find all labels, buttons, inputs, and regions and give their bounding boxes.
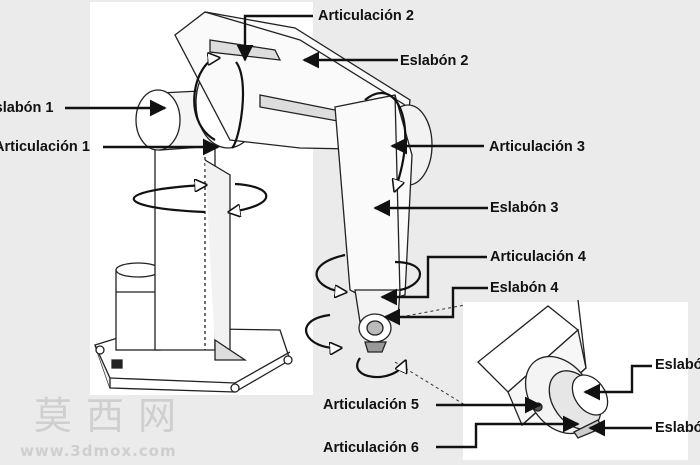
label-eslabon-3: Eslabón 3 (490, 201, 559, 216)
label-articulacion-3: Articulación 3 (489, 140, 585, 155)
rotation-arrow-joint-6 (357, 358, 405, 377)
inset-connector-lines (395, 305, 465, 405)
rotation-arrow-joint-4 (317, 255, 345, 292)
label-articulacion-4: Articulación 4 (490, 250, 586, 265)
label-articulacion-6: Articulación 6 (323, 441, 419, 456)
label-eslabon-2: Eslabón 2 (400, 54, 469, 69)
watermark-url: www.3dmox.com (20, 444, 177, 459)
label-eslabon-1: Eslabón 1 (0, 101, 54, 116)
label-articulacion-1: Articulación 1 (0, 140, 90, 155)
label-articulacion-2: Articulación 2 (318, 9, 414, 24)
label-articulacion-5: Articulación 5 (323, 398, 419, 413)
label-inset-eslabon-5: Eslabón 5 (655, 358, 700, 373)
label-eslabon-4: Eslabón 4 (490, 281, 559, 296)
label-inset-eslabon-6: Eslabón 6 (655, 421, 700, 436)
base-cylinder (116, 270, 160, 350)
link-3-beam (335, 95, 412, 303)
watermark-chinese: 莫西网 (34, 397, 190, 435)
